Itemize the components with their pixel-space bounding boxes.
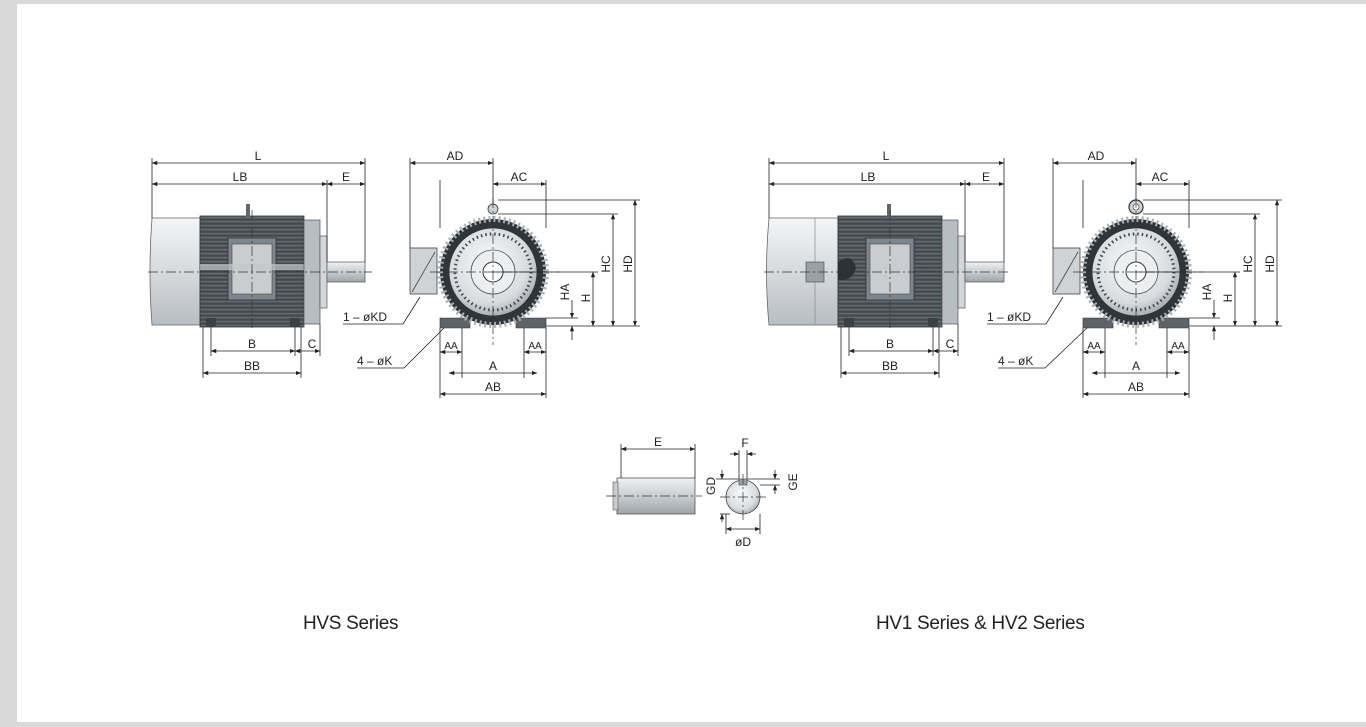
dim-AB: AB [1128,380,1144,394]
dim-AA-left: AA [444,341,458,352]
dim-B: B [248,337,256,351]
drawing-canvas: L LB E B C BB [17,0,1366,722]
shaft-E: E [654,435,662,449]
dim-AA-right: AA [528,341,542,352]
dim-A: A [1132,359,1140,373]
dim-E: E [982,170,990,184]
dim-B: B [886,337,894,351]
hv1-hv2-side-view: L LB E B C BB [764,149,1010,378]
dim-L: L [255,149,262,163]
caption-hvs-series: HVS Series [303,613,399,634]
dim-AA-right: AA [1171,341,1185,352]
dim-HA: HA [558,284,572,301]
dim-HD: HD [1263,255,1277,273]
dim-K: 4 – øK [998,354,1033,368]
dim-C: C [946,337,955,351]
hvs-side-view: L LB E B C BB [148,149,372,378]
dim-KD: 1 – øKD [343,310,387,324]
dim-HC: HC [599,255,613,273]
dim-HA: HA [1200,284,1214,301]
shaft-detail: E F GD GE øD [606,435,800,549]
dim-KD: 1 – øKD [987,310,1031,324]
shaft-D: øD [735,535,751,549]
dim-AC: AC [1152,170,1169,184]
dim-BB: BB [244,359,260,373]
dim-LB: LB [861,170,876,184]
dim-AB: AB [485,380,501,394]
shaft-GE: GE [786,473,800,490]
dim-AA-left: AA [1087,341,1101,352]
hvs-front-view: AD AC HD HC H HA 1 – øKD 4 – øK AA AA A [343,149,640,398]
dim-LB: LB [233,170,248,184]
shaft-F: F [741,436,748,450]
hv1-hv2-front-view: AD AC HD HC H HA 1 – øKD 4 – øK AA AA A … [987,149,1282,398]
dim-C: C [308,337,317,351]
dim-HD: HD [621,255,635,273]
dim-H: H [1221,294,1235,303]
dim-AC: AC [511,170,528,184]
motor-dimension-drawing: L LB E B C BB [148,149,1282,549]
dim-HC: HC [1241,255,1255,273]
dim-AD: AD [1088,149,1105,163]
dim-H: H [579,294,593,303]
dim-AD: AD [447,149,464,163]
dim-K: 4 – øK [357,354,392,368]
dim-A: A [489,359,497,373]
dim-BB: BB [882,359,898,373]
dim-E: E [342,170,350,184]
shaft-GD: GD [704,477,718,495]
dim-L: L [883,149,890,163]
caption-hv1-hv2-series: HV1 Series & HV2 Series [876,613,1085,634]
